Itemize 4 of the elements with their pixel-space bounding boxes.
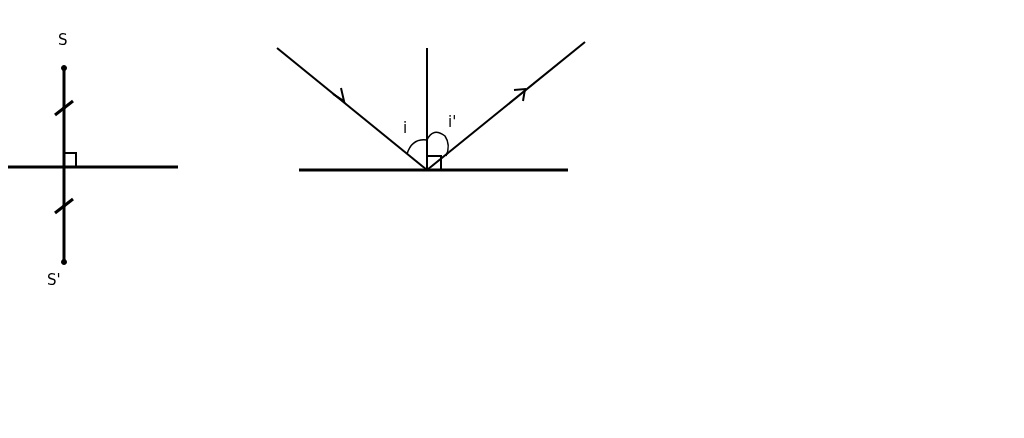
angle-label: i' xyxy=(448,115,457,130)
point-label: S' xyxy=(47,273,61,288)
angle-label: i xyxy=(403,121,408,136)
point-label: S xyxy=(58,33,68,48)
